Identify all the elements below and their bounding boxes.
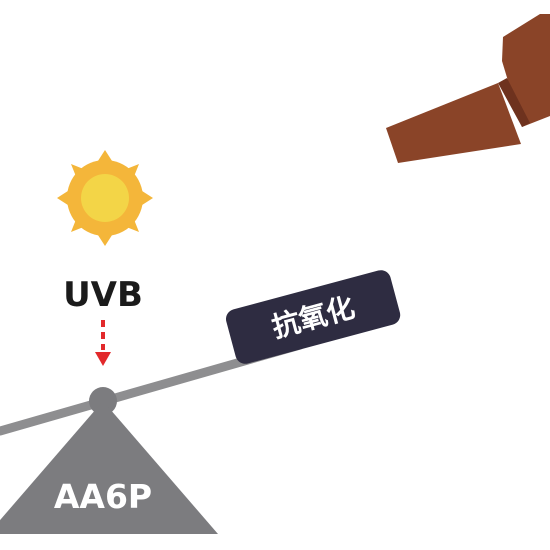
aa6p-label: AA6P bbox=[54, 477, 152, 516]
sun-inner-disc bbox=[81, 174, 129, 222]
hammer-handle bbox=[386, 83, 521, 163]
hammer-icon bbox=[386, 14, 550, 163]
tag-shape: 抗氧化 bbox=[226, 270, 401, 364]
arrow-head bbox=[95, 352, 111, 366]
uvb-label: UVB bbox=[63, 275, 143, 315]
arrow-down-icon bbox=[95, 320, 111, 366]
sun-icon bbox=[57, 150, 153, 246]
hammer-head bbox=[502, 14, 550, 127]
base-triangle bbox=[0, 401, 218, 534]
tag-body bbox=[226, 270, 401, 364]
hammer-shadow bbox=[498, 78, 530, 127]
